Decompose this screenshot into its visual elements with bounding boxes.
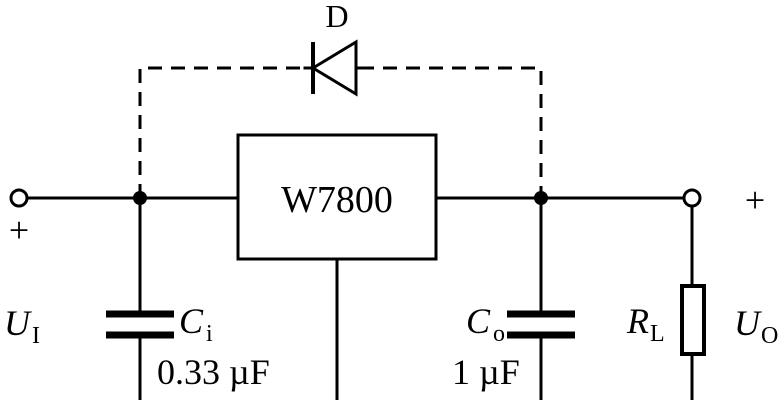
load-resistor	[680, 204, 706, 400]
input-plus-sign: +	[9, 210, 29, 250]
regulator-label: W7800	[281, 179, 393, 221]
load-resistor-label: RL	[626, 301, 665, 347]
output-terminal	[682, 188, 702, 208]
diode-bypass-dashed-path	[138, 66, 305, 198]
regulator-block	[236, 133, 438, 261]
input-voltage-label: UI	[4, 303, 40, 349]
output-capacitor	[507, 196, 575, 400]
input-terminal	[9, 188, 29, 208]
output-plus-sign: +	[745, 180, 765, 220]
input-capacitor	[106, 196, 174, 400]
input-capacitor-value: 0.33 µF	[157, 352, 270, 392]
output-voltage-label: UO	[734, 303, 778, 349]
output-capacitor-value: 1 µF	[452, 352, 520, 392]
diode-label: D	[325, 0, 348, 34]
diode-symbol	[303, 39, 362, 97]
